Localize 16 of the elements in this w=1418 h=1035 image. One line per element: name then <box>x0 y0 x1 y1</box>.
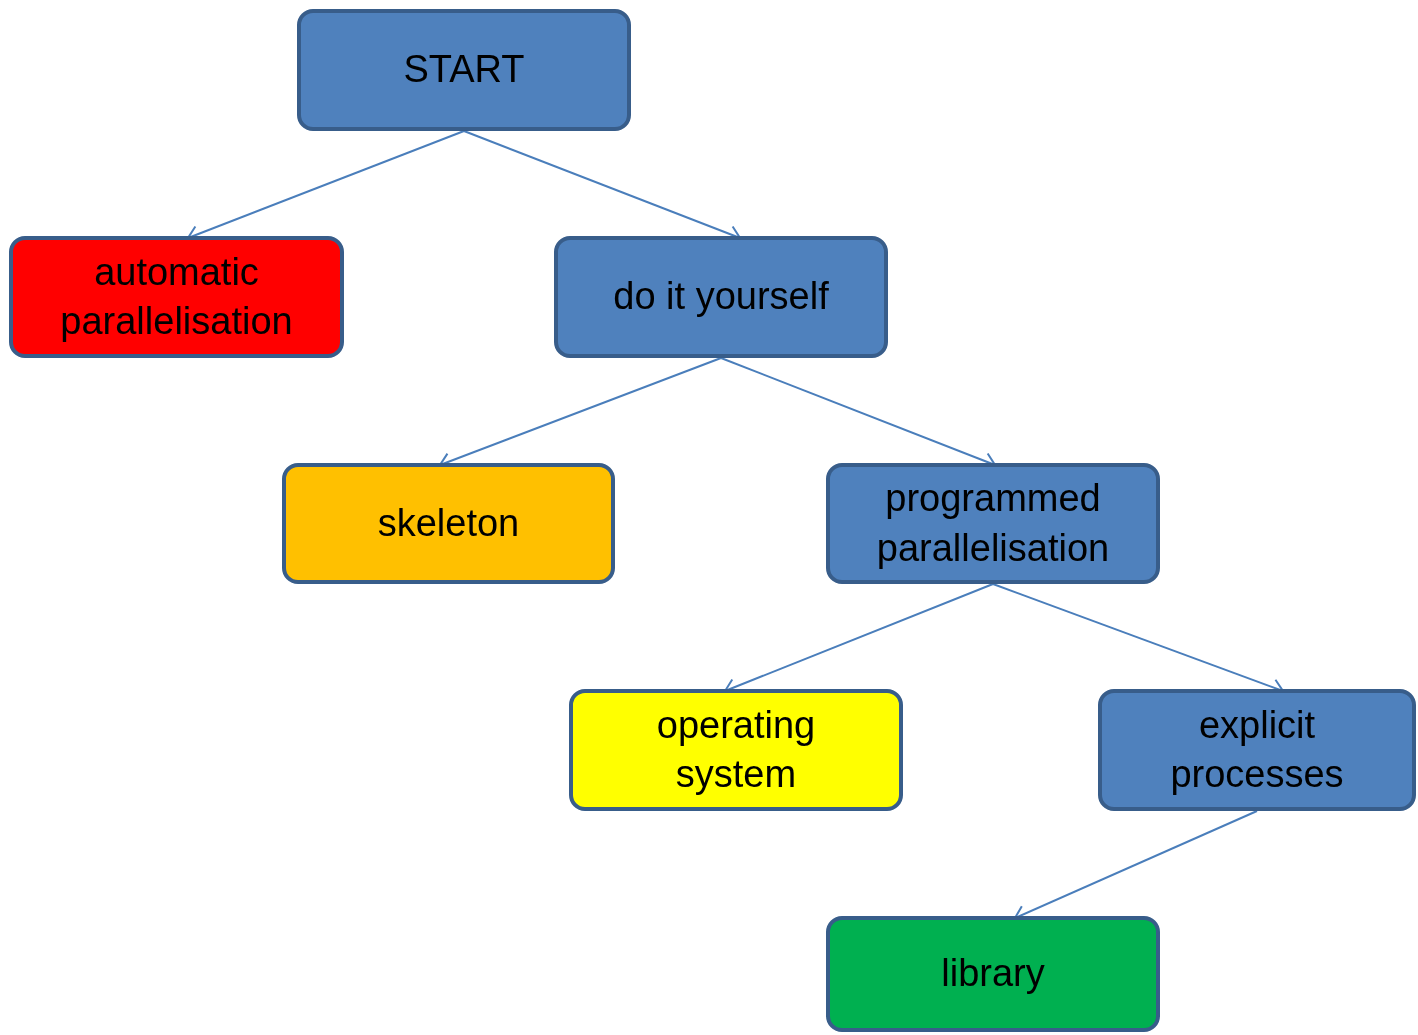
process-box <box>826 463 1160 584</box>
process-box <box>9 236 344 358</box>
process-box <box>282 463 615 584</box>
box-label: do it yourself <box>612 274 830 320</box>
process-box <box>297 9 631 131</box>
box-label: START <box>402 47 526 93</box>
process-box <box>554 236 888 358</box>
process-box <box>1098 689 1416 811</box>
process-box <box>569 689 903 811</box>
box-label: operating system <box>655 702 817 797</box>
box-label: automatic parallelisation <box>59 249 294 344</box>
process-box <box>826 916 1160 1032</box>
box-label: programmed parallelisation <box>875 476 1111 571</box>
box-label: skeleton <box>376 500 521 546</box>
box-label: library <box>940 951 1046 997</box>
box-label: explicit processes <box>1169 702 1345 797</box>
